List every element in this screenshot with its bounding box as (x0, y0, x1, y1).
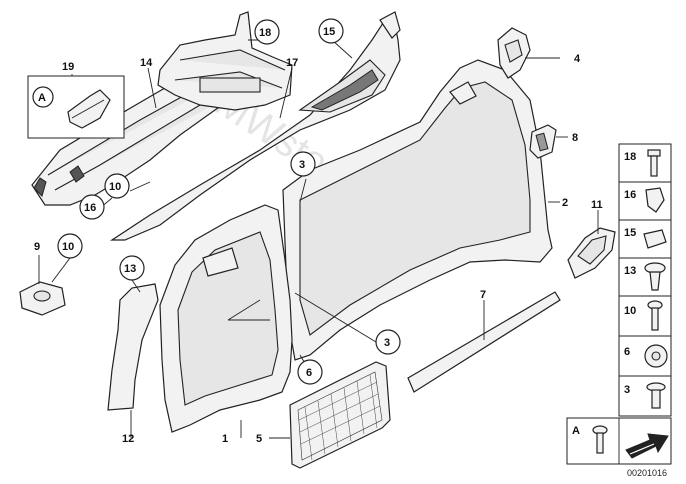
doc-number: 00201016 (627, 468, 667, 478)
detail-a-legend: A (566, 417, 672, 465)
cover-11 (567, 227, 616, 279)
callout-19: 19 (62, 61, 74, 73)
callout-3-bottom: 3 (384, 337, 390, 349)
callout-13: 13 (124, 263, 136, 275)
callout-1: 1 (222, 433, 228, 445)
side-panel-1 (159, 204, 293, 433)
callout-8: 8 (572, 132, 578, 144)
clip-nut-icon (645, 187, 665, 213)
callout-12: 12 (122, 433, 134, 445)
cap-4 (497, 27, 531, 79)
pillar-12 (107, 283, 159, 411)
callout-10-upper: 10 (109, 181, 121, 193)
strip-7 (407, 291, 561, 393)
trim-17 (109, 11, 401, 241)
direction-arrow-icon (625, 433, 669, 459)
legend-item-10: 10 (624, 305, 636, 317)
legend-item-18: 18 (624, 151, 636, 163)
detail-a-legend-label: A (572, 425, 580, 437)
fastener-legend: 18 16 15 13 10 6 3 (618, 143, 672, 417)
callout-2: 2 (562, 197, 568, 209)
bezel-8 (529, 124, 557, 159)
callout-11: 11 (591, 199, 603, 211)
callout-18: 18 (259, 27, 271, 39)
screw-icon (647, 300, 663, 331)
legend-item-16: 16 (624, 189, 636, 201)
callout-6: 6 (306, 367, 312, 379)
callout-3-top: 3 (299, 159, 305, 171)
detail-a-label: A (38, 92, 46, 104)
screw-icon-a (592, 425, 608, 454)
push-rivet-icon (646, 382, 666, 409)
expanding-rivet-icon (644, 262, 666, 291)
legend-item-15: 15 (624, 227, 636, 239)
callout-5: 5 (256, 433, 262, 445)
callout-14: 14 (140, 57, 153, 69)
legend-item-6: 6 (624, 346, 630, 358)
legend-item-13: 13 (624, 265, 636, 277)
bolt-icon (647, 149, 661, 177)
spring-nut-icon (643, 229, 667, 249)
detail-box-19: A (27, 75, 125, 139)
callout-9: 9 (34, 241, 40, 253)
callout-10-lower: 10 (62, 241, 74, 253)
side-panel-2 (282, 59, 553, 361)
bracket-18 (157, 11, 293, 111)
net-5 (289, 361, 391, 469)
legend-item-3: 3 (624, 384, 630, 396)
callout-15: 15 (323, 26, 335, 38)
callout-7: 7 (480, 289, 486, 301)
callout-4: 4 (574, 53, 581, 65)
grommet-icon (644, 344, 668, 368)
clip-9 (19, 281, 66, 316)
callouts: 4 8 2 11 7 1 5 12 9 14 17 19 18 15 3 3 6… (34, 18, 603, 445)
callout-16: 16 (84, 202, 96, 214)
leader-lines (38, 39, 599, 439)
callout-17: 17 (286, 57, 298, 69)
